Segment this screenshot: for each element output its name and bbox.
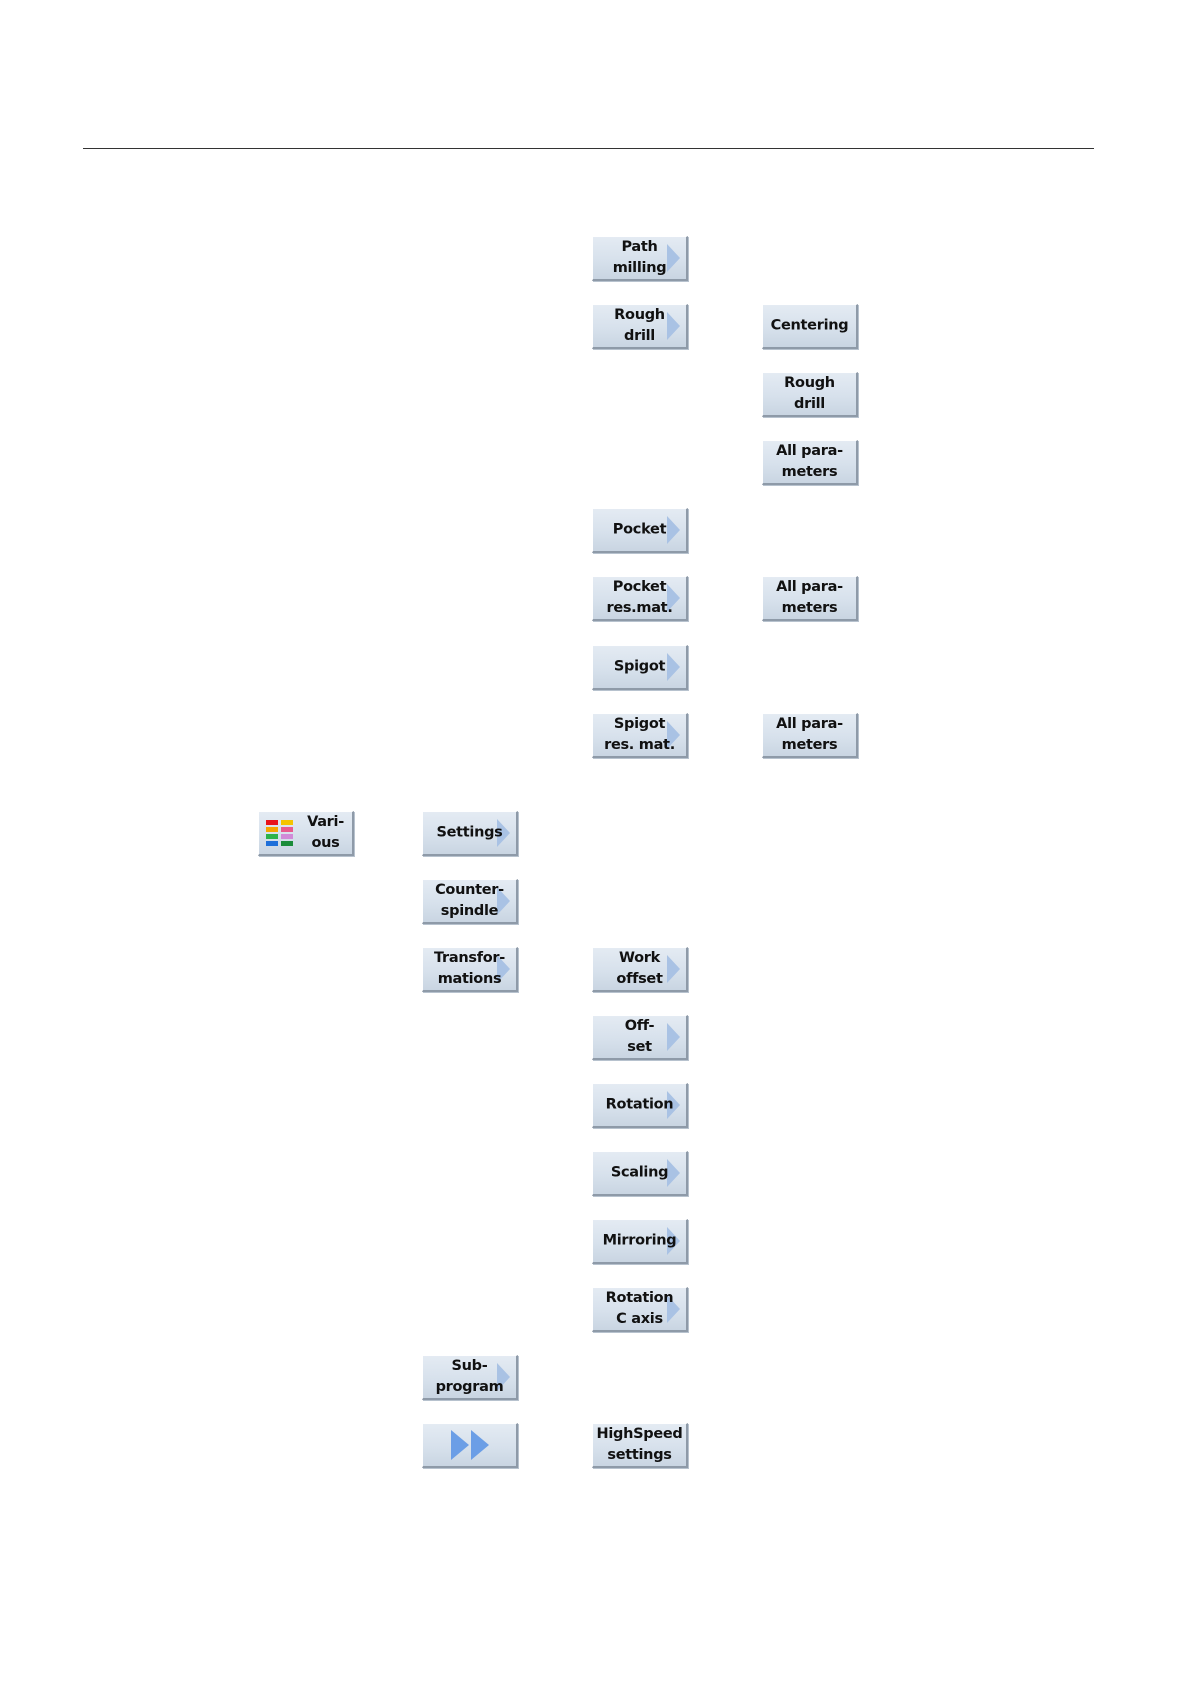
spigot-label: Spigot xyxy=(593,657,686,678)
subprogram-label: Sub- program xyxy=(423,1356,516,1398)
subprogram-softkey[interactable]: Sub- program xyxy=(422,1355,518,1400)
offset-softkey[interactable]: Off- set xyxy=(592,1015,688,1060)
rotation-c-axis-softkey[interactable]: Rotation C axis xyxy=(592,1287,688,1332)
transformations-label: Transfor- mations xyxy=(423,948,516,990)
pocket-res-mat-softkey[interactable]: Pocket res.mat. xyxy=(592,576,688,621)
mirroring-softkey[interactable]: Mirroring xyxy=(592,1219,688,1264)
various-softkey[interactable]: Vari- ous xyxy=(258,811,354,856)
highspeed-settings-label: HighSpeed settings xyxy=(593,1424,686,1466)
work-offset-label: Work offset xyxy=(593,948,686,990)
all-parameters-softkey[interactable]: All para- meters xyxy=(762,440,858,485)
all-parameters-label: All para- meters xyxy=(763,577,856,619)
header-rule xyxy=(83,148,1094,149)
offset-label: Off- set xyxy=(593,1016,686,1058)
rotation-label: Rotation xyxy=(593,1095,686,1116)
rotation-c-axis-label: Rotation C axis xyxy=(593,1288,686,1330)
counter-spindle-softkey[interactable]: Counter- spindle xyxy=(422,879,518,924)
pocket-res-mat-label: Pocket res.mat. xyxy=(593,577,686,619)
settings-label: Settings xyxy=(423,823,516,844)
more-softkey[interactable] xyxy=(422,1423,518,1468)
centering-softkey[interactable]: Centering xyxy=(762,304,858,349)
path-milling-label: Path milling xyxy=(593,237,686,279)
all-parameters-label: All para- meters xyxy=(763,441,856,483)
centering-label: Centering xyxy=(763,316,856,337)
rough-drill-softkey[interactable]: Rough drill xyxy=(762,372,858,417)
rotation-softkey[interactable]: Rotation xyxy=(592,1083,688,1128)
mirroring-label: Mirroring xyxy=(593,1231,686,1252)
rough-drill-label: Rough drill xyxy=(763,373,856,415)
various-label: Vari- ous xyxy=(299,812,352,854)
color-grid-icon xyxy=(266,820,294,848)
all-parameters-softkey[interactable]: All para- meters xyxy=(762,576,858,621)
rough-drill-menu-softkey[interactable]: Rough drill xyxy=(592,304,688,349)
highspeed-settings-softkey[interactable]: HighSpeed settings xyxy=(592,1423,688,1468)
transformations-softkey[interactable]: Transfor- mations xyxy=(422,947,518,992)
spigot-res-mat-softkey[interactable]: Spigot res. mat. xyxy=(592,713,688,758)
all-parameters-softkey[interactable]: All para- meters xyxy=(762,713,858,758)
pocket-softkey[interactable]: Pocket xyxy=(592,508,688,553)
work-offset-softkey[interactable]: Work offset xyxy=(592,947,688,992)
settings-softkey[interactable]: Settings xyxy=(422,811,518,856)
scaling-softkey[interactable]: Scaling xyxy=(592,1151,688,1196)
scaling-label: Scaling xyxy=(593,1163,686,1184)
spigot-softkey[interactable]: Spigot xyxy=(592,645,688,690)
path-milling-softkey[interactable]: Path milling xyxy=(592,236,688,281)
pocket-label: Pocket xyxy=(593,520,686,541)
counter-spindle-label: Counter- spindle xyxy=(423,880,516,922)
rough-drill-menu-label: Rough drill xyxy=(593,305,686,347)
all-parameters-label: All para- meters xyxy=(763,714,856,756)
double-arrow-right-icon xyxy=(423,1424,516,1466)
spigot-res-mat-label: Spigot res. mat. xyxy=(593,714,686,756)
